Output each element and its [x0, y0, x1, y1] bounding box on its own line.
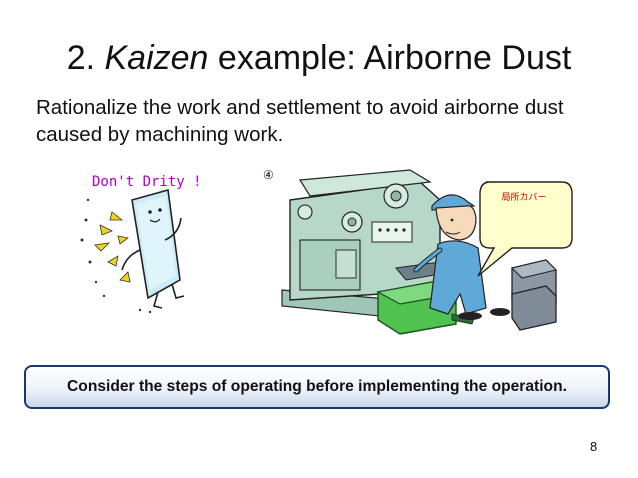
- slide-subtitle: Rationalize the work and settlement to a…: [36, 96, 564, 146]
- title-prefix: 2.: [66, 39, 105, 77]
- slide-title: 2. Kaizen example: Airborne Dust: [0, 38, 638, 78]
- dust-character-illustration: [80, 188, 185, 314]
- page-number: 8: [590, 439, 598, 454]
- machine-illustration: [281, 169, 475, 335]
- speech-bubble: [477, 181, 573, 277]
- conclusion-banner: Consider the steps of operating before i…: [24, 365, 610, 409]
- conclusion-text: Consider the steps of operating before i…: [67, 378, 567, 395]
- step-marker: ④: [263, 168, 274, 182]
- speech-bubble-text: 局所カバー: [501, 192, 547, 202]
- illustration: [80, 169, 573, 335]
- dont-dirty-caption: Don't Drity !: [92, 174, 202, 190]
- bins-illustration: [510, 259, 558, 331]
- worker-illustration: [413, 194, 510, 320]
- title-italic: Kaizen: [104, 39, 209, 77]
- title-suffix: example: Airborne Dust: [208, 39, 572, 77]
